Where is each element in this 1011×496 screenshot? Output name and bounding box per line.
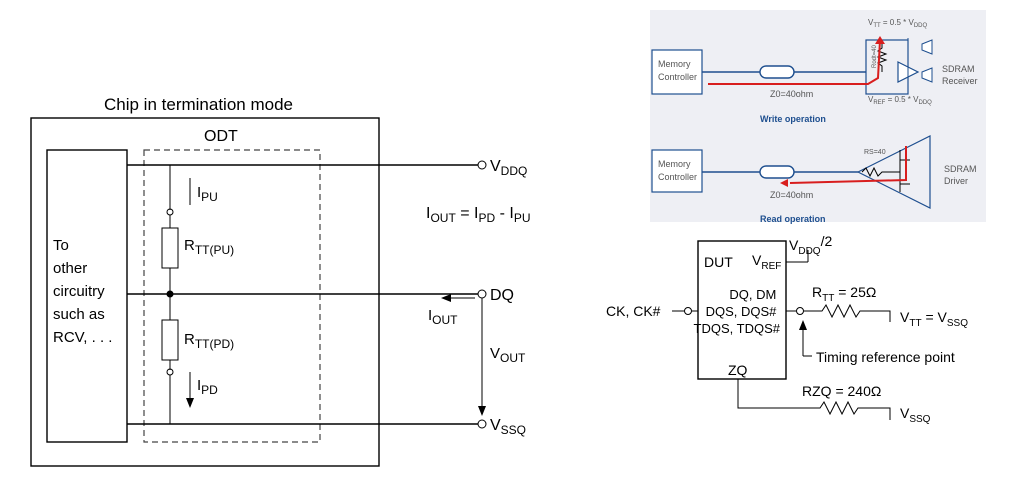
ipu-label: IPU [197, 184, 218, 204]
rodt-label: Rodt=40 [872, 44, 878, 68]
rtt-pd-label: RTT(PD) [184, 331, 234, 351]
write-vtt-label: VTT = 0.5 * VDDQ [868, 18, 927, 29]
read-caption: Read operation [760, 214, 826, 224]
odt-diagram: Chip in termination mode ODT To other ci… [30, 95, 531, 467]
dq-terminal [477, 289, 487, 299]
write-vref-label: VREF = 0.5 * VDDQ [868, 95, 932, 106]
rodt-resistor [876, 42, 888, 72]
rtt-label: RTT = 25Ω [812, 284, 876, 304]
vddq-label: VDDQ [490, 158, 527, 178]
dq-junction [166, 290, 174, 298]
odt-dashed-box [143, 149, 321, 443]
write-z0: Z0=40ohm [770, 89, 813, 99]
vout-label: VOUT [490, 345, 526, 365]
rtt-pu-resistor [161, 227, 179, 269]
vddq-terminal [477, 160, 487, 170]
read-operation: Memory Controller Z0=40ohm RS=40 SDRAM D… [651, 135, 979, 224]
write-operation: Memory Controller Z0=40ohm Rodt=40 VTT =… [651, 18, 978, 124]
rs-resistor [861, 166, 900, 178]
rzq-resistor [737, 379, 891, 420]
ck-label: CK, CK# [606, 303, 661, 319]
iout-equation: IOUT = IPD - IPU [426, 205, 531, 225]
driver-triangle [856, 135, 931, 209]
write-controller-label: Memory Controller [658, 59, 697, 82]
dut-box [697, 240, 787, 380]
dq-output-terminal [796, 307, 804, 315]
odt-label: ODT [204, 128, 238, 145]
dut-vssq-label: VSSQ [900, 405, 931, 425]
write-current-arrowhead [875, 36, 885, 44]
receiver-pad-top [921, 39, 933, 55]
vssq-label: VSSQ [490, 417, 526, 437]
vout-arrowhead [478, 406, 486, 416]
chip-outline [30, 117, 380, 467]
write-transmission-line [759, 65, 795, 79]
driver-label: SDRAM Driver [944, 164, 979, 186]
iout-arrowhead [441, 294, 451, 302]
ipd-arrowhead [186, 398, 194, 408]
receiver-pad-bottom [921, 67, 933, 83]
write-current-path [708, 39, 881, 85]
iout-label: IOUT [428, 307, 458, 327]
vtt-vssq-label: VTT = VSSQ [900, 309, 968, 329]
dq-label: DQ [490, 287, 514, 304]
read-current-path [789, 146, 907, 184]
timing-ref-arrowhead [799, 320, 807, 330]
dut-test-load: DUT VREF VDDQ/2 DQ, DM DQS, DQS# TDQS, T… [606, 233, 968, 425]
read-transmission-line [759, 165, 795, 179]
rs-label: RS=40 [864, 149, 886, 156]
rtt-resistor [804, 303, 891, 322]
read-memory-controller [651, 149, 703, 193]
circuitry-text: To other circuitry such as RCV, . . . [53, 237, 112, 346]
termination-operations-panel: Memory Controller Z0=40ohm Rodt=40 VTT =… [650, 10, 986, 224]
rzq-label: RZQ = 240Ω [802, 383, 881, 399]
receiver-label: SDRAM Receiver [942, 64, 978, 86]
timing-ref-label: Timing reference point [816, 349, 955, 365]
read-z0: Z0=40ohm [770, 190, 813, 200]
vssq-terminal [477, 419, 487, 429]
rtt-pu-label: RTT(PU) [184, 237, 234, 257]
rtt-pd-resistor [161, 319, 179, 361]
read-current-arrowhead [780, 179, 788, 187]
ipd-label: IPD [197, 377, 218, 397]
odt-title: Chip in termination mode [104, 95, 293, 114]
zq-label: ZQ [728, 362, 748, 378]
ck-terminal [684, 307, 692, 315]
dut-label: DUT [704, 254, 733, 270]
dut-pin-labels: DQ, DM DQS, DQS# TDQS, TDQS# [694, 287, 781, 336]
write-caption: Write operation [760, 114, 826, 124]
dut-vref-label: VREF [752, 252, 781, 272]
circuitry-block [46, 149, 128, 443]
read-controller-label: Memory Controller [658, 159, 697, 182]
vddq-half-label: VDDQ/2 [789, 233, 832, 257]
